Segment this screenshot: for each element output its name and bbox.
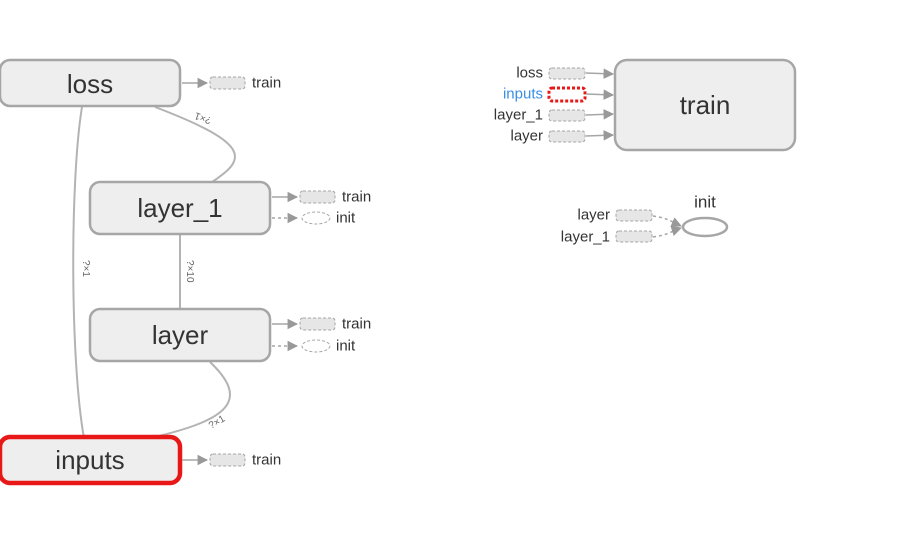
edge-layer-inputs[interactable]: [149, 361, 231, 439]
aux-train-input-layer-line: [585, 130, 615, 141]
stub-loss-train-box[interactable]: [209, 76, 246, 90]
main-edges: ?×1 ?×10 ?×1 ?×1: [72, 106, 236, 439]
aux-train-input-inputs[interactable]: inputs: [503, 86, 615, 103]
aux-init-input-layer-1-box[interactable]: [615, 230, 653, 243]
aux-train-input-layer-1-label: layer_1: [494, 107, 543, 124]
aux-train-input-layer-1-line: [585, 109, 615, 120]
aux-train-input-loss[interactable]: loss: [516, 65, 615, 82]
stub-layer1-train-label: train: [342, 189, 371, 206]
stub-layer-init-label: init: [336, 338, 356, 355]
stub-layer1-train[interactable]: train: [272, 189, 371, 206]
aux-train-input-layer-box[interactable]: [548, 130, 586, 143]
node-layer-1-box[interactable]: [88, 180, 272, 236]
aux-init-input-layer-box[interactable]: [615, 209, 653, 222]
node-inputs-label: inputs: [55, 445, 124, 475]
aux-train-input-inputs-box[interactable]: [547, 86, 587, 103]
node-layer-box[interactable]: [88, 307, 272, 363]
stub-layer1-init-ellipse[interactable]: [301, 211, 331, 225]
aux-train-box[interactable]: [613, 58, 797, 152]
stub-inputs-train[interactable]: train: [182, 452, 281, 469]
stub-layer-init[interactable]: init: [272, 338, 356, 355]
aux-init-input-layer-label: layer: [577, 207, 610, 224]
aux-train-node[interactable]: train: [613, 58, 797, 152]
stub-layer-train-box[interactable]: [299, 317, 336, 331]
aux-train-input-inputs-label: inputs: [503, 86, 543, 103]
stub-layer1-init-label: init: [336, 210, 356, 227]
aux-init-label: init: [694, 193, 716, 212]
node-inputs-box[interactable]: [0, 434, 183, 486]
aux-init-input-layer[interactable]: layer: [577, 207, 682, 227]
stub-layer-train-label: train: [342, 316, 371, 333]
stub-layer1-train-box[interactable]: [299, 190, 336, 204]
stub-loss-train[interactable]: train: [182, 75, 281, 92]
aux-init-node[interactable]: init: [681, 193, 729, 238]
node-loss-label: loss: [67, 69, 113, 99]
aux-train-input-layer[interactable]: layer: [510, 128, 615, 145]
node-layer-1-label: layer_1: [137, 193, 222, 223]
node-inputs[interactable]: inputs: [0, 434, 183, 486]
aux-init-input-layer-1[interactable]: layer_1: [561, 226, 682, 246]
edge-label-layer-inputs: ?×1: [207, 413, 228, 431]
stub-layer-init-ellipse[interactable]: [301, 339, 331, 353]
stub-layer1-init[interactable]: init: [272, 210, 356, 227]
aux-train-input-loss-line: [585, 68, 615, 79]
aux-train-input-inputs-line: [585, 89, 615, 100]
node-layer-label: layer: [152, 320, 209, 350]
node-loss[interactable]: loss: [0, 58, 182, 108]
aux-train-input-loss-label: loss: [516, 65, 543, 82]
node-layer[interactable]: layer: [88, 307, 272, 363]
node-layer-1[interactable]: layer_1: [88, 180, 272, 236]
edge-label-loss-inputs: ?×1: [80, 260, 91, 277]
aux-train-input-layer-1[interactable]: layer_1: [494, 107, 615, 124]
stub-inputs-train-label: train: [252, 452, 281, 469]
edge-loss-inputs[interactable]: [72, 106, 85, 439]
edge-label-loss-layer1: ?×1: [193, 109, 213, 125]
aux-init-input-layer-1-label: layer_1: [561, 229, 610, 246]
edge-loss-layer1[interactable]: [154, 106, 236, 183]
aux-train-input-layer-label: layer: [510, 128, 543, 145]
aux-init-ellipse[interactable]: [681, 216, 729, 238]
stub-layer-train[interactable]: train: [272, 316, 371, 333]
node-loss-box[interactable]: [0, 58, 182, 108]
aux-train-input-loss-box[interactable]: [548, 67, 586, 80]
aux-train-input-layer-1-box[interactable]: [548, 109, 586, 122]
aux-train-label: train: [680, 90, 731, 120]
stub-inputs-train-box[interactable]: [209, 453, 246, 467]
stub-loss-train-label: train: [252, 75, 281, 92]
aux-init-input-layer-1-line: [652, 226, 682, 238]
aux-init-input-layer-line: [652, 215, 682, 227]
edge-label-layer1-layer: ?×10: [184, 260, 195, 283]
